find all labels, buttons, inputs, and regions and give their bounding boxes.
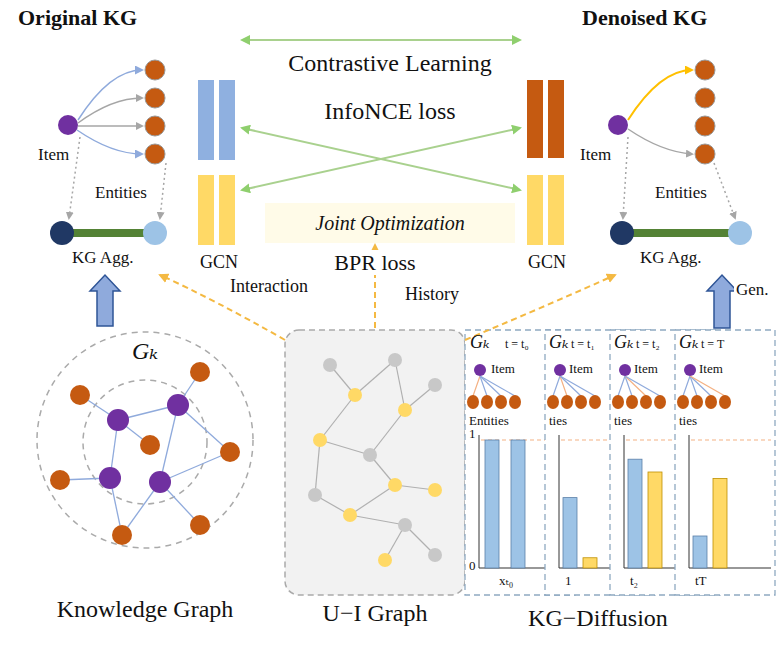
node-label: Item bbox=[491, 362, 515, 377]
annotation-label: Contrastive Learning bbox=[288, 50, 491, 78]
node-label: Gₖ bbox=[549, 332, 569, 353]
connector bbox=[465, 275, 615, 340]
diffusion-card: Gₖt = t₀ItemEntitiesxₜ₀ bbox=[465, 330, 575, 595]
node-label: Entities bbox=[655, 183, 707, 203]
node-label: Denoised KG bbox=[582, 5, 707, 30]
node-label: Item bbox=[569, 362, 593, 377]
annotation-label: 0 bbox=[469, 559, 476, 574]
edge-label: Gen. bbox=[734, 280, 771, 300]
annotation-label: History bbox=[405, 284, 459, 305]
node-label: Gₖ bbox=[679, 332, 699, 353]
kg-panel: Denoised KG ItemEntities KG Agg. bbox=[560, 5, 775, 273]
node-label: t₂ bbox=[630, 574, 638, 589]
annotation-label: GCN bbox=[528, 252, 566, 273]
node-label: Item bbox=[634, 362, 658, 377]
graph-panel: GₖKnowledge Graph bbox=[35, 328, 255, 633]
annotation-label: 1 bbox=[469, 427, 476, 442]
annotation-label: GCN bbox=[200, 252, 238, 273]
annotation-label: Interaction bbox=[230, 276, 308, 297]
node-label: tT bbox=[695, 574, 707, 589]
connector bbox=[707, 275, 737, 328]
node-label: Gₖ bbox=[132, 338, 158, 366]
node-label: Gₖ bbox=[614, 332, 634, 353]
node-label: xₜ₀ bbox=[499, 574, 513, 589]
node-label: Gₖ bbox=[470, 332, 490, 353]
connector bbox=[90, 275, 120, 326]
node-label: t = t₂ bbox=[636, 338, 660, 352]
node-label: Entities bbox=[95, 183, 147, 203]
node-label: KG Agg. bbox=[72, 248, 133, 268]
node-label: Item bbox=[699, 362, 723, 377]
node-label: t = T bbox=[701, 338, 724, 352]
objective-box: Joint Optimization bbox=[265, 203, 515, 243]
node-label: t = t₁ bbox=[571, 338, 595, 352]
node-label: Item bbox=[580, 145, 611, 165]
edge-label: BPR loss bbox=[332, 250, 417, 275]
diffusion-card: Gₖt = T Item ties tT bbox=[675, 330, 775, 595]
node-label: Original KG bbox=[18, 5, 137, 30]
node-label: ties bbox=[679, 414, 697, 429]
node-label: ties bbox=[549, 414, 567, 429]
node-label: ties bbox=[614, 414, 632, 429]
kg-panel: Original KG ItemEntities KG Agg. bbox=[10, 5, 205, 273]
node-label: U−I Graph bbox=[323, 600, 428, 628]
node-label: 1 bbox=[565, 574, 572, 589]
node-label: Knowledge Graph bbox=[57, 596, 234, 624]
node-label: KG Agg. bbox=[640, 248, 701, 268]
node-label: Joint Optimization bbox=[315, 212, 464, 235]
node-label: t = t₀ bbox=[505, 338, 529, 352]
annotation-label: KG−Diffusion bbox=[528, 605, 668, 633]
annotation-label: InfoNCE loss bbox=[324, 98, 455, 126]
node-label: Item bbox=[38, 145, 69, 165]
graph-panel: U−I Graph bbox=[285, 330, 465, 630]
